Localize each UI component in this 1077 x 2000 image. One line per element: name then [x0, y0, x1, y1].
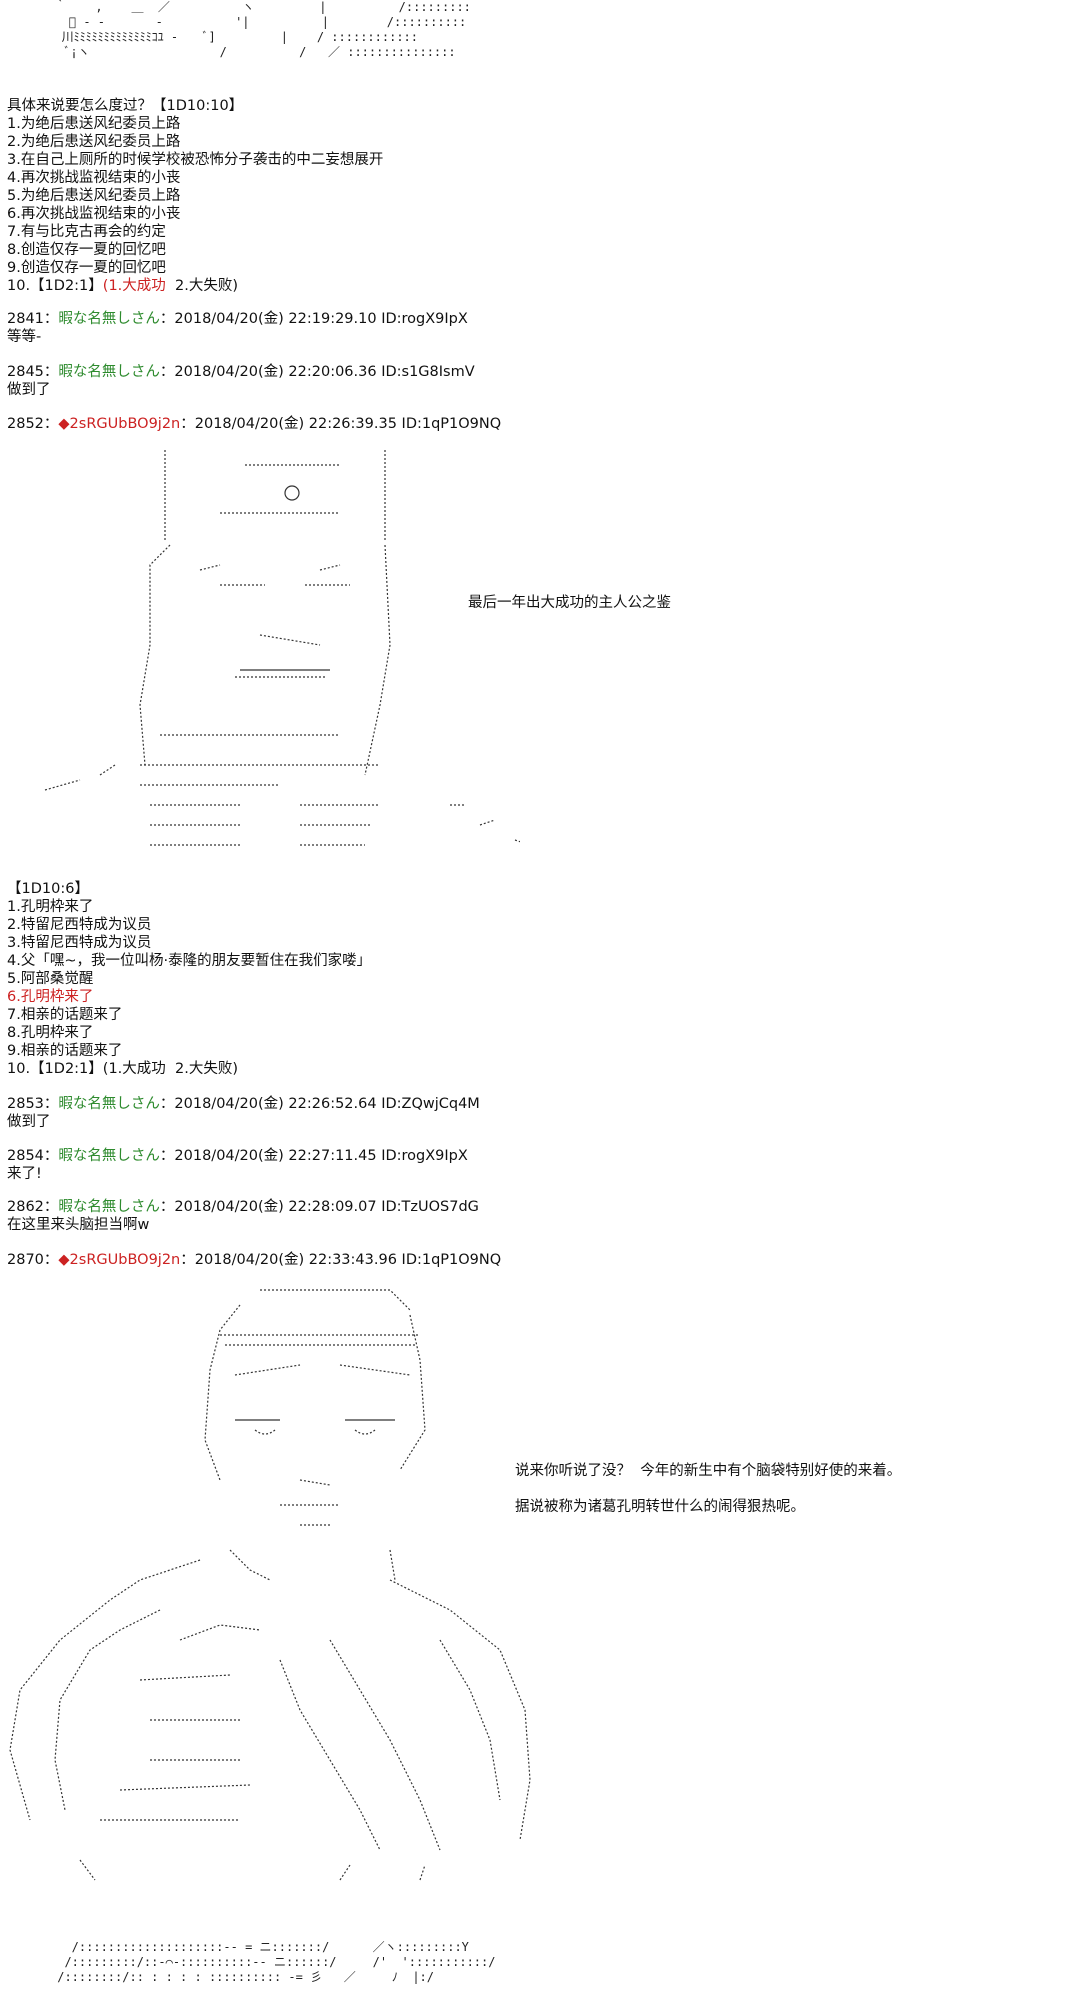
poster-tripcode[interactable]: ◆2sRGUbBO9j2n — [58, 1252, 181, 1268]
list2-item: 3.特留尼西特成为议员 — [7, 935, 152, 951]
list2-item: 7.相亲的话题来了 — [7, 1007, 123, 1023]
list1-item: 9.创造仅存一夏的回忆吧 — [7, 260, 166, 276]
post-meta: ：2018/04/20(金) 22:33:43.96 ID:1qP1O9NQ — [180, 1252, 502, 1268]
poster-name[interactable]: 暇な名無しさん — [58, 1199, 160, 1215]
post-number: 2841 — [7, 311, 44, 327]
list1-last-success: (1.大成功 — [102, 278, 166, 294]
post-sep: ： — [43, 1199, 59, 1215]
list2-header: 【1D10:6】 — [7, 881, 89, 897]
list2-item-selected: 6.孔明枠来了 — [7, 989, 94, 1005]
list2-item: 5.阿部桑觉醒 — [7, 971, 94, 987]
post-body: 做到了 — [7, 382, 51, 398]
list1-header: 具体来说要怎么度过？【1D10:10】 — [7, 98, 244, 114]
post-sep: ： — [43, 1096, 59, 1112]
post-number: 2853 — [7, 1096, 44, 1112]
post-sep: ： — [43, 311, 59, 327]
poster-name[interactable]: 暇な名無しさん — [58, 1096, 160, 1112]
post-body: 在这里来头脑担当啊w — [7, 1217, 150, 1233]
post-sep: ： — [43, 1252, 59, 1268]
list1-item: 5.为绝后患送风纪委员上路 — [7, 188, 181, 204]
post-header: 2862：暇な名無しさん：2018/04/20(金) 22:28:09.07 I… — [7, 1198, 479, 1216]
list2-item: 4.父「嘿~，我一位叫杨·泰隆的朋友要暂住在我们家喽」 — [7, 953, 372, 969]
poster-tripcode[interactable]: ◆2sRGUbBO9j2n — [58, 416, 181, 432]
post-sep: ： — [43, 1148, 59, 1164]
post-sep: ： — [43, 364, 59, 380]
list2-item: 8.孔明枠来了 — [7, 1025, 94, 1041]
post-body: 做到了 — [7, 1114, 51, 1130]
list2-item: 2.特留尼西特成为议员 — [7, 917, 152, 933]
list1-item: 1.为绝后患送风纪委员上路 — [7, 116, 181, 132]
post-number: 2854 — [7, 1148, 44, 1164]
post-meta: ：2018/04/20(金) 22:26:52.64 ID:ZQwjCq4M — [159, 1096, 480, 1112]
list1-item: 4.再次挑战监视结束的小丧 — [7, 170, 181, 186]
list1-item: 6.再次挑战监视结束的小丧 — [7, 206, 181, 222]
list1-last-prefix: 10.【1D2:1】 — [7, 278, 103, 294]
list1-item-last: 10.【1D2:1】(1.大成功 2.大失败) — [7, 277, 238, 295]
post-body: 来了! — [7, 1166, 42, 1182]
ascii-art-top: ｀ , ＿ ／ ヽ | /::::::::: ﾞ ‐ ‐ ‐ '| | /:::… — [54, 0, 471, 59]
post-meta: ：2018/04/20(金) 22:28:09.07 ID:TzUOS7dG — [159, 1199, 479, 1215]
post-number: 2870 — [7, 1252, 44, 1268]
post-sep: ： — [43, 416, 59, 432]
poster-name[interactable]: 暇な名無しさん — [58, 1148, 160, 1164]
ascii-art-bottom: /::::::::::::::::::::-- = ニ:::::::/ ／ヽ::… — [57, 1940, 496, 1984]
list2-item-last: 10.【1D2:1】(1.大成功 2.大失败) — [7, 1061, 238, 1077]
post-meta: ：2018/04/20(金) 22:27:11.45 ID:rogX9IpX — [159, 1148, 468, 1164]
caption-officer: 最后一年出大成功的主人公之鉴 — [468, 595, 671, 611]
post-header: 2870：◆2sRGUbBO9j2n：2018/04/20(金) 22:33:4… — [7, 1251, 501, 1269]
poster-name[interactable]: 暇な名無しさん — [58, 311, 160, 327]
post-meta: ：2018/04/20(金) 22:26:39.35 ID:1qP1O9NQ — [180, 416, 502, 432]
post-header: 2854：暇な名無しさん：2018/04/20(金) 22:27:11.45 I… — [7, 1147, 468, 1165]
post-header: 2841：暇な名無しさん：2018/04/20(金) 22:19:29.10 I… — [7, 310, 468, 328]
ascii-art-pointing-man — [9, 1289, 531, 1881]
caption-pointing-a: 说来你听说了没？ 今年的新生中有个脑袋特别好使的来着。 — [515, 1463, 902, 1479]
ascii-art-officer — [44, 450, 520, 846]
list2-item: 1.孔明枠来了 — [7, 899, 94, 915]
list1-item: 7.有与比克古再会的约定 — [7, 224, 166, 240]
list1-item: 3.在自己上厕所的时候学校被恐怖分子袭击的中二妄想展开 — [7, 152, 384, 168]
list1-item: 2.为绝后患送风纪委员上路 — [7, 134, 181, 150]
post-header: 2853：暇な名無しさん：2018/04/20(金) 22:26:52.64 I… — [7, 1095, 480, 1113]
post-meta: ：2018/04/20(金) 22:20:06.36 ID:s1G8IsmV — [159, 364, 475, 380]
list1-item: 8.创造仅存一夏的回忆吧 — [7, 242, 166, 258]
poster-name[interactable]: 暇な名無しさん — [58, 364, 160, 380]
post-header: 2845：暇な名無しさん：2018/04/20(金) 22:20:06.36 I… — [7, 363, 475, 381]
post-number: 2845 — [7, 364, 44, 380]
list2-item: 9.相亲的话题来了 — [7, 1043, 123, 1059]
post-body: 等等- — [7, 329, 42, 345]
list1-last-rest: 2.大失败) — [165, 278, 239, 294]
post-number: 2852 — [7, 416, 44, 432]
post-header: 2852：◆2sRGUbBO9j2n：2018/04/20(金) 22:26:3… — [7, 415, 501, 433]
caption-pointing-b: 据说被称为诸葛孔明转世什么的闹得狠热呢。 — [515, 1499, 805, 1515]
post-number: 2862 — [7, 1199, 44, 1215]
post-meta: ：2018/04/20(金) 22:19:29.10 ID:rogX9IpX — [159, 311, 468, 327]
